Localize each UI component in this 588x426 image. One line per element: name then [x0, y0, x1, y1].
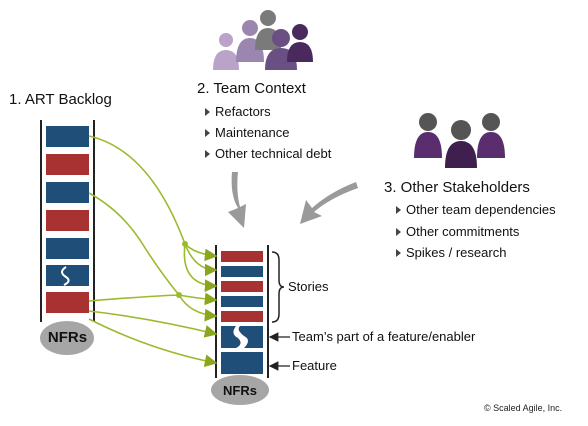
- backlog-item: [46, 238, 89, 259]
- story-item: [221, 266, 263, 277]
- art-backlog-column: [40, 120, 95, 355]
- backlog-item: [46, 182, 89, 203]
- team-nfr-label: NFRs: [223, 383, 257, 398]
- backlog-item: [46, 265, 89, 286]
- bullet-triangle-icon: [396, 228, 401, 236]
- stories-label: Stories: [288, 279, 329, 294]
- bullet-triangle-icon: [205, 108, 210, 116]
- story-item: [221, 251, 263, 262]
- team-backlog-column: [211, 245, 269, 405]
- team-context-arrow: [228, 172, 246, 228]
- story-item: [221, 311, 263, 322]
- art-backlog-title: 1. ART Backlog: [9, 91, 112, 108]
- bullet-triangle-icon: [205, 129, 210, 137]
- backlog-item: [46, 210, 89, 231]
- stakeholders-title: 3. Other Stakeholders: [384, 179, 530, 196]
- stakeholders-item: Other commitments: [396, 224, 519, 239]
- team-context-title: 2. Team Context: [197, 80, 306, 97]
- team-context-item: Refactors: [205, 104, 271, 119]
- stories-brace: [271, 251, 285, 323]
- story-item: [221, 296, 263, 307]
- team-context-people-icon: [213, 10, 313, 70]
- backlog-item: [46, 126, 89, 147]
- stakeholders-arrow: [300, 182, 358, 224]
- backlog-item: [46, 154, 89, 175]
- art-nfr-label: NFRs: [47, 329, 88, 346]
- team-context-item: Maintenance: [205, 125, 289, 140]
- feature-part-item: [221, 326, 241, 348]
- backlog-connectors: [88, 135, 218, 368]
- feature-item: [221, 352, 263, 374]
- backlog-item: [46, 292, 89, 313]
- story-item: [221, 281, 263, 292]
- stakeholders-item: Spikes / research: [396, 245, 506, 260]
- feature-part-label: Team’s part of a feature/enabler: [292, 329, 476, 344]
- feature-label: Feature: [292, 358, 337, 373]
- stakeholders-item: Other team dependencies: [396, 202, 556, 217]
- team-context-item: Other technical debt: [205, 146, 331, 161]
- bullet-triangle-icon: [205, 150, 210, 158]
- bullet-triangle-icon: [396, 206, 401, 214]
- bullet-triangle-icon: [396, 249, 401, 257]
- stakeholders-people-icon: [414, 113, 505, 168]
- copyright: © Scaled Agile, Inc.: [484, 403, 563, 413]
